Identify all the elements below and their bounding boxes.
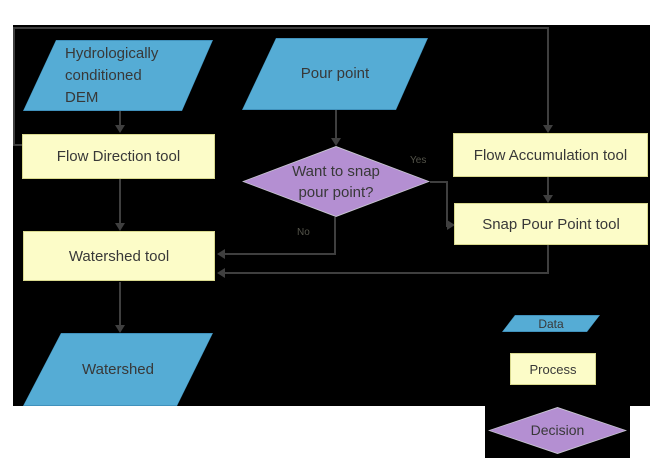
node-watershed-tool: Watershed tool bbox=[23, 231, 215, 281]
edge-top-horizontal-run bbox=[13, 27, 549, 29]
legend-decision-text: Decision bbox=[530, 422, 585, 438]
node-decision-label: Want to snap pour point? bbox=[242, 146, 430, 217]
edge-left-vertical-run bbox=[13, 27, 15, 146]
node-decision-line2: pour point? bbox=[298, 183, 374, 201]
legend-data-fill bbox=[503, 316, 599, 331]
arrowhead-snap-to-watershed-tool bbox=[217, 268, 225, 278]
node-snap-pour-point-tool: Snap Pour Point tool bbox=[454, 203, 648, 245]
edge-pour-point-to-decision bbox=[335, 110, 337, 139]
branch-label-yes: Yes bbox=[410, 155, 427, 166]
node-watershed-fill bbox=[24, 334, 212, 405]
node-dem-line2: conditioned bbox=[65, 66, 142, 84]
node-watershed-label: Watershed bbox=[82, 360, 154, 378]
arrowhead-watershed-tool-to-watershed bbox=[115, 325, 125, 333]
edge-down-to-flow-accumulation bbox=[547, 27, 549, 126]
legend-process-label: Process bbox=[529, 361, 577, 377]
edge-dem-to-flow-direction bbox=[119, 111, 121, 126]
legend-data-label: Data bbox=[538, 316, 564, 331]
node-pour-point-label: Pour point bbox=[300, 65, 370, 82]
legend-process-shape: Process bbox=[510, 353, 596, 385]
node-snap-pour-point-label: Snap Pour Point tool bbox=[482, 215, 620, 233]
node-decision-line1: Want to snap bbox=[292, 162, 380, 180]
edge-decision-no-vertical bbox=[334, 217, 336, 255]
branch-label-no: No bbox=[297, 227, 310, 238]
node-flow-direction-label: Flow Direction tool bbox=[56, 148, 181, 165]
edge-flow-accumulation-to-snap bbox=[547, 177, 549, 196]
edge-flow-direction-left-stub bbox=[13, 144, 23, 146]
edge-snap-down-vertical bbox=[547, 245, 549, 274]
edge-decision-yes-horizontal bbox=[430, 181, 448, 183]
node-dem-parallelogram: Hydrologically conditioned DEM bbox=[23, 40, 213, 111]
node-dem-line1: Hydrologically bbox=[65, 44, 159, 62]
node-pour-point-parallelogram: Pour point bbox=[242, 38, 428, 110]
arrowhead-yes-to-snap-pour-point bbox=[447, 220, 455, 230]
node-flow-direction-tool: Flow Direction tool bbox=[22, 134, 215, 179]
node-flow-accumulation-label: Flow Accumulation tool bbox=[473, 146, 628, 164]
node-dem-fill bbox=[24, 41, 212, 110]
arrowhead-no-to-watershed-tool bbox=[217, 249, 225, 259]
node-dem-label: Hydrologically conditioned DEM bbox=[23, 40, 213, 111]
node-dem-line3: DEM bbox=[65, 88, 99, 106]
node-watershed-tool-label: Watershed tool bbox=[68, 247, 170, 265]
legend-decision-label: Decision bbox=[488, 407, 627, 454]
arrowhead-dem-to-flow-direction bbox=[115, 125, 125, 133]
arrowhead-to-flow-accumulation bbox=[543, 125, 553, 133]
legend-data-shape: Data bbox=[502, 315, 600, 332]
arrowhead-flow-accumulation-to-snap bbox=[543, 195, 553, 203]
node-flow-accumulation-tool: Flow Accumulation tool bbox=[453, 133, 648, 177]
edge-snap-to-watershed-horizontal bbox=[225, 272, 549, 274]
arrowhead-flow-direction-to-watershed-tool bbox=[115, 223, 125, 231]
edge-flow-direction-to-watershed-tool bbox=[119, 179, 121, 224]
edge-decision-no-horizontal bbox=[225, 253, 336, 255]
node-pour-point-fill bbox=[243, 39, 427, 109]
edge-watershed-tool-to-watershed bbox=[119, 282, 121, 326]
edge-decision-yes-vertical bbox=[446, 181, 448, 227]
arrowhead-pour-point-to-decision bbox=[331, 138, 341, 146]
